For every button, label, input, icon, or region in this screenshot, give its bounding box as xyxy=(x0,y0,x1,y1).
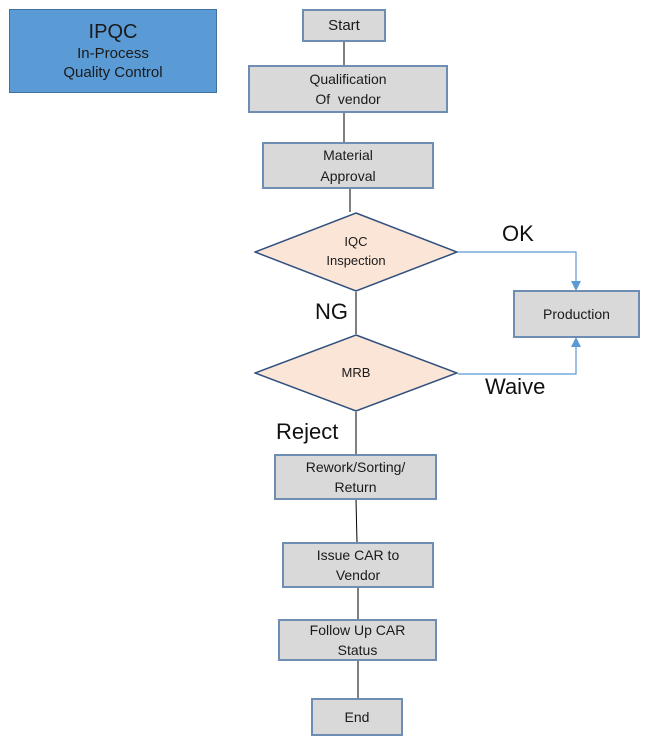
start-node: Start xyxy=(302,9,386,42)
title-line1: In-Process xyxy=(77,44,149,62)
waive-label: Waive xyxy=(485,374,546,399)
qualification-label-line2: Of vendor xyxy=(315,91,381,107)
issue-car-node: Issue CAR to Vendor xyxy=(282,542,434,588)
production-label: Production xyxy=(543,305,610,322)
issue-car-label-line2: Vendor xyxy=(335,567,381,583)
rework-label-line1: Rework/Sorting/ xyxy=(305,458,406,475)
iqc-diamond-shape xyxy=(254,212,458,292)
title-main: IPQC xyxy=(88,20,138,43)
reject-label: Reject xyxy=(276,419,339,444)
ng-label: NG xyxy=(315,299,348,324)
follow-up-label-line1: Follow Up CAR xyxy=(309,621,406,638)
title-line2: Quality Control xyxy=(63,63,163,81)
arrow-waive-to-production xyxy=(458,337,581,375)
mrb-label: MRB xyxy=(341,364,371,380)
ok-label: OK xyxy=(502,221,534,246)
title-box: IPQC In-Process Quality Control xyxy=(9,9,217,93)
material-approval-node: Material Approval xyxy=(262,142,434,189)
end-label: End xyxy=(344,708,370,725)
iqc-label-line2: Inspection xyxy=(326,253,386,268)
rework-label-line2: Return xyxy=(334,479,377,495)
mrb-diamond-shape xyxy=(254,334,458,412)
follow-up-label-line2: Status xyxy=(337,642,378,658)
material-approval-label-line2: Approval xyxy=(320,167,376,184)
iqc-label-line1: IQC xyxy=(344,234,368,250)
qualification-node: Qualification Of vendor xyxy=(248,65,448,113)
connector-rework-issue xyxy=(355,499,358,543)
arrow-ok-to-production xyxy=(458,251,581,291)
qualification-label-line1: Qualification xyxy=(309,70,387,87)
production-node: Production xyxy=(513,290,640,338)
start-label: Start xyxy=(328,16,360,34)
end-node: End xyxy=(311,698,403,736)
iqc-inspection-decision: IQC Inspection xyxy=(254,212,458,292)
mrb-decision: MRB xyxy=(254,334,458,412)
issue-car-label-line1: Issue CAR to xyxy=(316,546,400,563)
follow-up-node: Follow Up CAR Status xyxy=(278,619,437,661)
rework-node: Rework/Sorting/ Return xyxy=(274,454,437,500)
material-approval-label-line1: Material xyxy=(323,147,373,164)
